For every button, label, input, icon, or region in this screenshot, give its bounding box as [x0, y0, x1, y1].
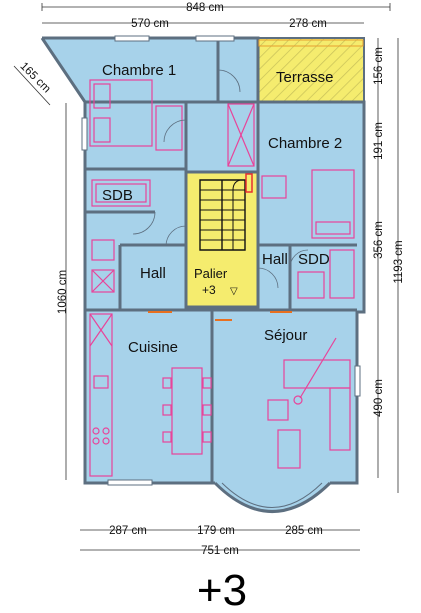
diagonal-dimension: 165 cm	[13, 60, 53, 106]
dim-bottom-1: 287 cm	[109, 525, 147, 537]
right-dimensions: 156 cm 191 cm 356 cm 490 cm 1193 cm	[373, 38, 405, 493]
label-sdb: SDB	[102, 187, 133, 204]
dim-top-total: 848 cm	[186, 2, 224, 14]
dim-right-2: 191 cm	[373, 122, 385, 160]
label-cuisine: Cuisine	[128, 339, 178, 356]
dim-right-3: 356 cm	[373, 221, 385, 259]
label-palier-level: +3	[202, 283, 216, 297]
dim-top-left: 570 cm	[131, 18, 169, 30]
dim-bottom-total: 751 cm	[201, 545, 239, 557]
bottom-dimensions: 287 cm 179 cm 285 cm 751 cm	[80, 525, 360, 557]
dim-top-right: 278 cm	[289, 18, 327, 30]
building	[40, 35, 366, 513]
label-chambre1: Chambre 1	[102, 62, 176, 79]
dim-bottom-3: 285 cm	[285, 525, 323, 537]
label-sdd: SDD	[298, 251, 330, 268]
stair-down-arrow-icon: ▽	[230, 286, 238, 297]
left-dimension: 1060 cm	[57, 103, 69, 480]
label-chambre2: Chambre 2	[268, 135, 342, 152]
label-terrasse: Terrasse	[276, 69, 334, 86]
dim-right-total: 1193 cm	[393, 240, 405, 283]
dim-left-height: 1060 cm	[57, 270, 69, 314]
label-hall-right: Hall	[262, 251, 288, 268]
doors	[132, 69, 309, 321]
furniture	[89, 79, 355, 477]
dim-right-1: 156 cm	[373, 47, 385, 85]
dim-bottom-2: 179 cm	[197, 525, 235, 537]
label-palier: Palier	[194, 266, 228, 281]
dim-diagonal: 165 cm	[18, 60, 53, 95]
floor-label: +3	[197, 566, 247, 613]
staircase	[199, 173, 253, 251]
top-dimensions: 848 cm 570 cm 278 cm	[41, 2, 391, 30]
label-sejour: Séjour	[264, 327, 307, 344]
label-hall-left: Hall	[140, 265, 166, 282]
dim-right-4: 490 cm	[373, 379, 385, 417]
